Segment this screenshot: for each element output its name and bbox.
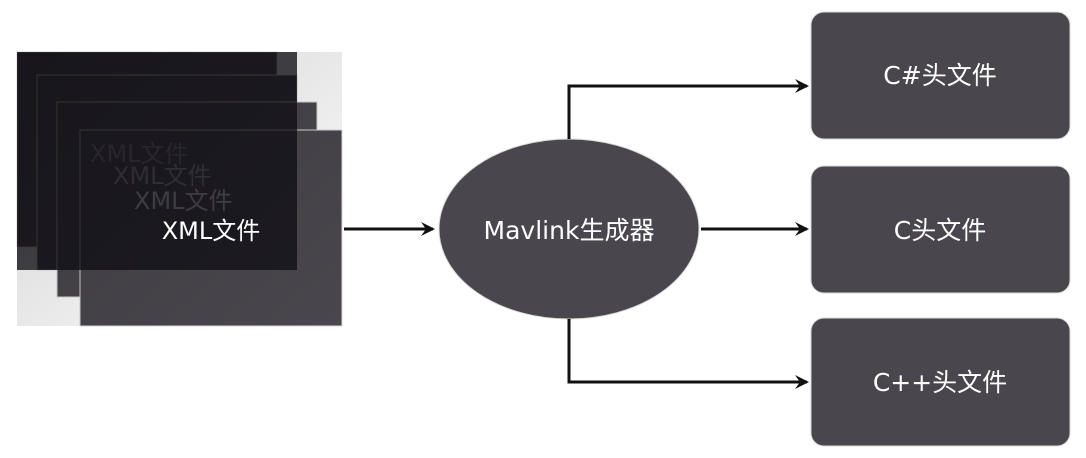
xml-document-ghost-label-3: XML文件 bbox=[134, 187, 233, 215]
output-node-c-header-label: C头文件 bbox=[894, 216, 986, 245]
output-node-cpp-header-label: C++头文件 bbox=[873, 368, 1007, 397]
generator-to-cpp-arrow bbox=[567, 319, 809, 389]
mavlink-generator-node: Mavlink生成器 bbox=[438, 138, 700, 320]
output-node-csharp-header-label: C#头文件 bbox=[883, 61, 996, 90]
xml-document-label: XML文件 bbox=[162, 217, 261, 245]
xml-document-depth-overlay bbox=[17, 52, 342, 326]
diagram-connectors bbox=[344, 79, 809, 389]
mavlink-generator-label: Mavlink生成器 bbox=[484, 216, 655, 245]
output-node-csharp-header: C#头文件 bbox=[810, 11, 1071, 140]
xml-document-ghost-label-1: XML文件 bbox=[90, 140, 189, 168]
xml-document-stack: XML文件 XML文件 XML文件 XML文件 bbox=[16, 51, 343, 327]
generator-to-csharp-arrow bbox=[567, 79, 809, 139]
xml-document-ghost-label-2: XML文件 bbox=[113, 162, 212, 190]
output-node-c-header: C头文件 bbox=[810, 165, 1071, 294]
output-node-cpp-header: C++头文件 bbox=[810, 317, 1071, 447]
